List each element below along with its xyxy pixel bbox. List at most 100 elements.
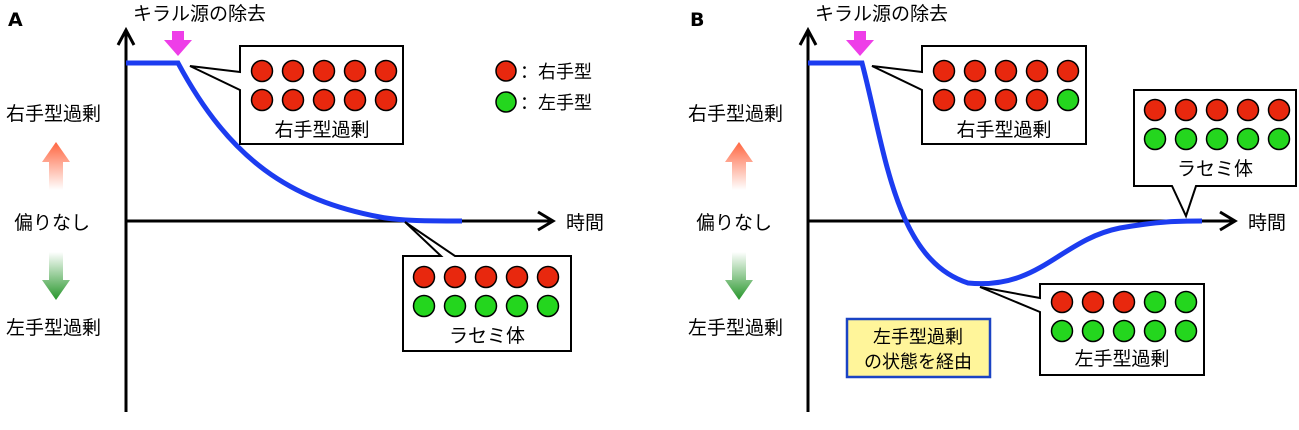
callout-label: 左手型過剰: [1074, 348, 1169, 370]
right-handed-particle: [1205, 98, 1229, 122]
right-handed-particle: [1056, 59, 1080, 83]
callout-racemic: ラセミ体: [402, 221, 572, 352]
callout-excess-right: 右手型過剰: [189, 45, 404, 145]
right-handed-particle: [474, 265, 498, 289]
removal-annotation: キラル源の除去: [815, 3, 948, 25]
left-handed-particle: [474, 294, 498, 318]
data-curve: [126, 60, 463, 224]
left-handed-particle: [1174, 290, 1198, 314]
y-label-middle: 偏りなし: [14, 212, 90, 234]
panel-a: A 時間 右手型過剰 偏りなし 左手型過剰 キラル源の除去 右手型過剰 ラセミ体: [6, 3, 604, 412]
y-label-top: 右手型過剰: [6, 103, 101, 125]
down-gradient-arrow: [725, 252, 753, 300]
removal-arrow: [164, 31, 192, 56]
right-handed-particle: [374, 88, 398, 112]
data-curve: [808, 60, 1203, 287]
left-handed-particle: [1081, 319, 1105, 343]
panel-b: B 時間 右手型過剰 偏りなし 左手型過剰 キラル源の除去 右手型過剰 ラセミ体: [688, 3, 1297, 412]
right-handed-particle: [281, 59, 305, 83]
callout-excess-right: 右手型過剰: [871, 45, 1087, 145]
callout-label: ラセミ体: [1177, 158, 1253, 180]
left-handed-particle: [505, 294, 529, 318]
down-gradient-arrow: [42, 252, 70, 300]
right-handed-particle: [932, 88, 956, 112]
particle-grid: [932, 59, 1080, 112]
right-handed-particle: [994, 88, 1018, 112]
legend-left-symbol: [495, 91, 517, 113]
right-handed-particle: [374, 59, 398, 83]
highlight-line-1: 左手型過剰: [873, 327, 963, 348]
left-handed-particle: [1205, 127, 1229, 151]
left-handed-particle: [1143, 319, 1167, 343]
legend-right-symbol: [495, 60, 517, 82]
right-handed-particle: [1143, 98, 1167, 122]
left-handed-particle: [1143, 290, 1167, 314]
y-label-bottom: 左手型過剰: [688, 317, 783, 339]
right-handed-particle: [343, 88, 367, 112]
left-handed-particle: [1143, 127, 1167, 151]
particle-grid: [1050, 290, 1198, 343]
right-handed-particle: [994, 59, 1018, 83]
legend-right-label: ：右手型: [520, 62, 592, 83]
left-handed-particle: [1236, 127, 1260, 151]
right-handed-particle: [250, 59, 274, 83]
right-handed-particle: [1025, 88, 1049, 112]
right-handed-particle: [1112, 290, 1136, 314]
right-handed-particle: [536, 265, 560, 289]
right-handed-particle: [932, 59, 956, 83]
highlight-line-2: の状態を経由: [864, 352, 972, 373]
left-handed-particle: [443, 294, 467, 318]
right-handed-particle: [963, 59, 987, 83]
right-handed-particle: [1081, 290, 1105, 314]
legend-left-label: ：左手型: [520, 93, 592, 114]
x-axis-arrowhead: [1219, 210, 1238, 232]
left-handed-particle: [536, 294, 560, 318]
right-handed-particle: [1050, 290, 1074, 314]
callout-label: ラセミ体: [449, 325, 525, 347]
left-handed-particle: [1112, 319, 1136, 343]
x-axis-label: 時間: [1248, 212, 1286, 234]
right-handed-particle: [412, 265, 436, 289]
right-handed-particle: [281, 88, 305, 112]
right-handed-particle: [963, 88, 987, 112]
panel-label: B: [690, 9, 704, 31]
up-gradient-arrow: [42, 142, 70, 190]
right-handed-particle: [1267, 98, 1291, 122]
x-axis-label: 時間: [566, 212, 604, 234]
removal-arrow: [846, 31, 874, 56]
right-handed-particle: [312, 59, 336, 83]
up-gradient-arrow: [725, 142, 753, 190]
left-handed-particle: [1174, 127, 1198, 151]
y-axis-arrowhead: [798, 26, 818, 46]
callout-label: 右手型過剰: [274, 119, 369, 141]
legend: ：右手型 ：左手型: [495, 60, 592, 114]
y-label-top: 右手型過剰: [688, 103, 783, 125]
right-handed-particle: [343, 59, 367, 83]
panel-label: A: [8, 9, 23, 31]
callout-excess-left: 左手型過剰: [979, 283, 1205, 376]
right-handed-particle: [312, 88, 336, 112]
y-axis-arrowhead: [116, 26, 136, 46]
y-label-bottom: 左手型過剰: [6, 317, 101, 339]
right-handed-particle: [443, 265, 467, 289]
left-handed-particle: [1267, 127, 1291, 151]
right-handed-particle: [250, 88, 274, 112]
callout-racemic: ラセミ体: [1133, 89, 1297, 219]
right-handed-particle: [505, 265, 529, 289]
removal-annotation: キラル源の除去: [133, 3, 266, 25]
left-handed-particle: [1050, 319, 1074, 343]
particle-grid: [250, 59, 398, 112]
callout-label: 右手型過剰: [956, 119, 1051, 141]
left-handed-particle: [412, 294, 436, 318]
left-handed-particle: [1056, 88, 1080, 112]
particle-grid: [412, 265, 560, 318]
right-handed-particle: [1174, 98, 1198, 122]
y-label-middle: 偏りなし: [696, 212, 772, 234]
left-handed-particle: [1174, 319, 1198, 343]
particle-grid: [1143, 98, 1291, 151]
highlight-note: 左手型過剰 の状態を経由: [845, 317, 992, 379]
x-axis-arrowhead: [537, 210, 556, 232]
right-handed-particle: [1025, 59, 1049, 83]
right-handed-particle: [1236, 98, 1260, 122]
